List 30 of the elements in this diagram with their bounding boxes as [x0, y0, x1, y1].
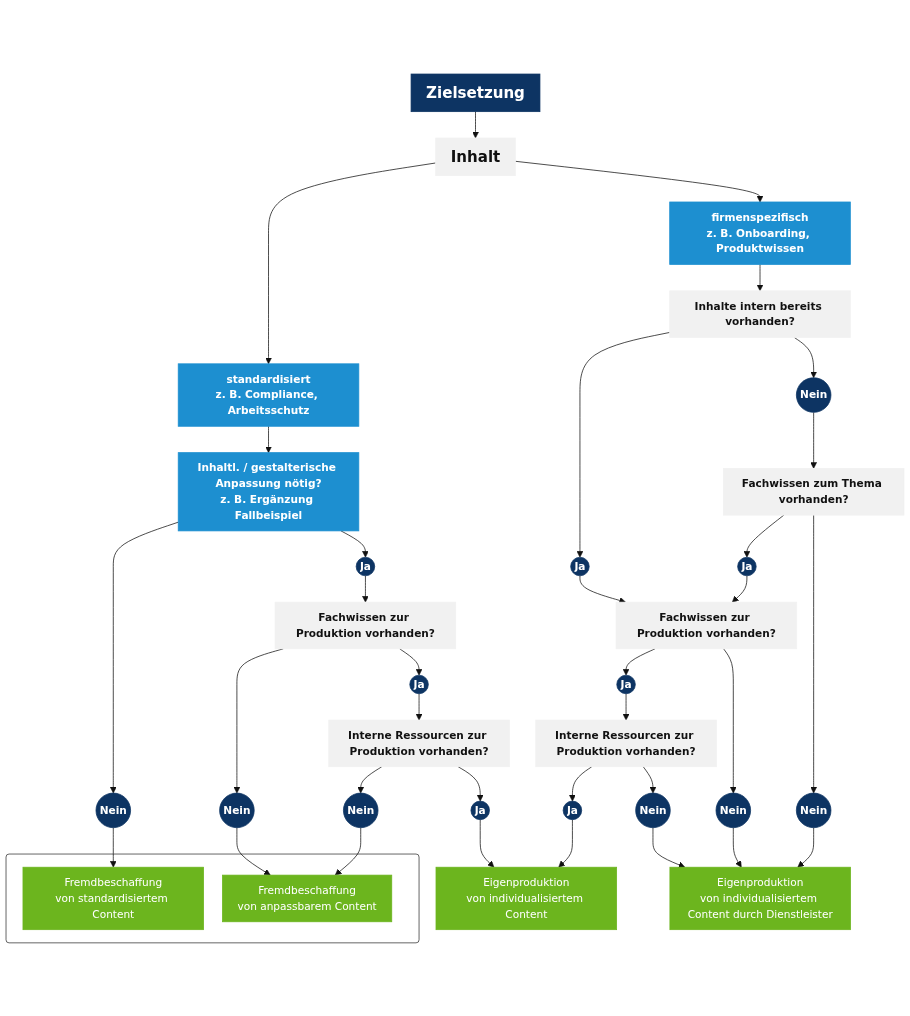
node-circle: Ja — [737, 556, 757, 576]
node-circle: Nein — [635, 792, 671, 828]
node-box: Interne Ressourcen zur Produktion vorhanden? — [328, 719, 510, 767]
node-box: Fachwissen zum Thema vorhanden? — [722, 467, 905, 516]
node-box: Fachwissen zur Produktion vorhanden? — [274, 601, 457, 649]
node-box: Interne Ressourcen zur Produktion vorhanden? — [535, 719, 717, 767]
node-circle: Ja — [470, 800, 490, 820]
node-box: Eigenproduktion von individualisiertem Content durch Dienstleister — [669, 866, 851, 930]
node-box: standardisiert z. B. Compliance, Arbeitsschutz — [177, 363, 360, 427]
node-circle: Ja — [562, 800, 583, 820]
node-box: Fremdbeschaffung von standardisiertem Content — [22, 866, 204, 930]
node-circle: Ja — [616, 674, 636, 694]
node-circle: Ja — [409, 674, 429, 694]
node-box: firmenspezifisch z. B. Onboarding, Produktwissen — [669, 201, 851, 265]
node-circle: Nein — [219, 792, 255, 828]
node-box: Fremdbeschaffung von anpassbarem Content — [222, 874, 393, 922]
node-box: Inhalte intern bereits vorhanden? — [669, 290, 851, 338]
node-circle: Nein — [715, 792, 751, 828]
node-box: Zielsetzung — [410, 73, 541, 112]
node-circle: Nein — [343, 792, 379, 828]
node-circle: Ja — [570, 556, 590, 576]
cluster — [5, 853, 420, 943]
node-circle: Nein — [795, 376, 832, 413]
node-circle: Ja — [355, 556, 376, 576]
node-box: Inhalt — [435, 137, 516, 176]
node-box: Eigenproduktion von individualisiertem Content — [435, 866, 617, 930]
node-box: Inhaltl. / gestalterische Anpassung nötig? z. B. Ergänzung Fallbeispiel — [177, 451, 360, 531]
node-circle: Nein — [795, 792, 832, 828]
node-circle: Nein — [95, 792, 131, 828]
node-box: Fachwissen zur Produktion vorhanden? — [615, 601, 798, 649]
